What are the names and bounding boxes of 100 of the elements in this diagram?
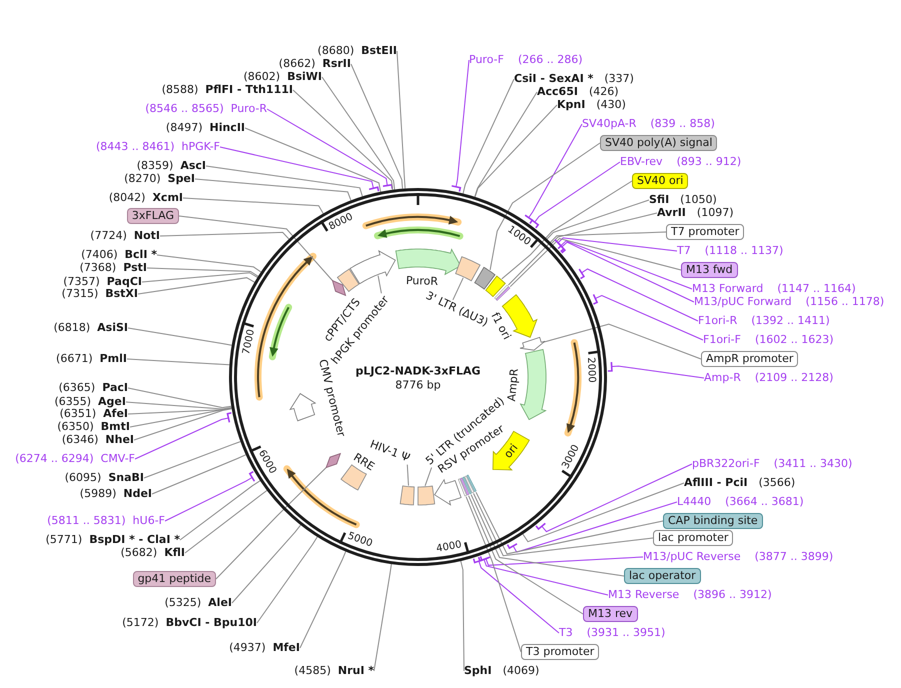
leader-line (126, 402, 232, 410)
primer-position: (1392 .. 1411) (751, 315, 830, 327)
primer-name: SV40pA-R (582, 118, 636, 130)
leader-line (460, 560, 464, 672)
leader-line (546, 200, 650, 240)
leader-line (180, 480, 260, 540)
leader-line (152, 454, 246, 494)
feature-label: SV40 poly(A) signal (600, 135, 718, 151)
feature-label: M13 rev (583, 606, 638, 622)
enzyme-name: SpeI (168, 173, 195, 185)
feature-label: lac operator (624, 568, 701, 584)
leader-line (146, 268, 259, 277)
primer-name: hU6-F (132, 515, 165, 527)
tick-label: 7000 (240, 328, 258, 356)
feature-name: PuroR (406, 274, 438, 288)
cut-site-position: (1097) (696, 207, 734, 219)
cut-site-position: (5989) (80, 488, 116, 500)
feature-name: f1 ori (488, 310, 514, 342)
primer-name: Puro-F (469, 54, 504, 66)
feature-label: SV40 ori (632, 173, 688, 189)
primer-name: T7 (677, 245, 691, 257)
leader-line (178, 216, 333, 281)
primer-name: pBR322ori-F (692, 458, 760, 470)
primer-marker-icon (554, 239, 562, 250)
cut-site-position: (3566) (758, 477, 796, 489)
leader-line (374, 564, 392, 672)
leader-line (466, 496, 522, 652)
primer-position: (6274 .. 6294) (15, 453, 94, 465)
primer-position: (1147 .. 1164) (777, 283, 856, 295)
feature-box (418, 486, 436, 506)
primer-name: EBV-rev (620, 156, 663, 168)
cut-site-position: (1050) (680, 194, 717, 206)
leader-line (560, 240, 692, 290)
enzyme-name: PacI (102, 382, 128, 394)
tick-label: 6000 (255, 448, 280, 476)
primer-position: (3896 .. 3912) (693, 589, 772, 601)
enzyme-name: NotI (134, 230, 160, 242)
leader-line (522, 482, 684, 542)
leader-line (594, 295, 704, 340)
cut-site-position: (4585) (294, 665, 331, 677)
primer-position: (1156 .. 1178) (806, 296, 884, 308)
enzyme-name: NruI * (338, 665, 374, 677)
tick-label: 4000 (436, 538, 463, 556)
primer-name: CMV-F (100, 453, 135, 465)
leader-line (134, 418, 229, 460)
enzyme-name: AleI (208, 597, 232, 609)
primer-marker-icon (578, 268, 585, 280)
primer-position: (266 .. 286) (518, 54, 582, 66)
leader-line (462, 78, 514, 194)
primer-marker-icon (506, 543, 518, 550)
enzyme-name: AfeI (103, 408, 128, 420)
enzyme-name: MfeI (272, 642, 300, 654)
leader-line (424, 467, 432, 486)
tick-label: 5000 (346, 530, 374, 550)
primer-position: (3411 .. 3430) (774, 458, 852, 470)
enzyme-name: BstEII (361, 45, 397, 57)
primer-marker-icon (452, 185, 462, 192)
primer-marker-icon (478, 556, 488, 562)
primer-name: T3 (559, 627, 573, 639)
cut-site-position: (7406) (81, 249, 118, 261)
leader-line (508, 232, 666, 286)
cut-site-position: (8359) (136, 160, 174, 172)
feature-block (395, 248, 462, 276)
feature-stripe (460, 478, 470, 496)
enzyme-name: AsiSI (97, 322, 128, 334)
cut-site-position: (8680) (318, 45, 354, 57)
cut-site-position: (7315) (62, 288, 98, 300)
feature-block (289, 393, 316, 422)
leader-line (350, 64, 403, 190)
enzyme-name: XcmI (152, 192, 183, 204)
cut-site-position: (6671) (56, 353, 93, 365)
leader-line (406, 464, 409, 486)
cut-site-position: (8042) (108, 192, 146, 204)
feature-label: CAP binding site (663, 513, 763, 529)
feature-box (474, 266, 496, 290)
enzyme-name: PflFI - Tth111I (205, 84, 293, 96)
leader-line (456, 60, 470, 188)
leader-line (156, 254, 262, 272)
cut-site-position: (8497) (166, 122, 202, 134)
leader-line (452, 277, 464, 300)
leader-line (160, 232, 290, 240)
cut-site-position: (4937) (229, 642, 266, 654)
leader-line (128, 388, 232, 408)
feature-label: AmpR promoter (701, 351, 798, 367)
leader-line (164, 477, 253, 522)
leader-line (144, 441, 241, 478)
cut-site-position: (7368) (80, 262, 116, 274)
enzyme-name: KflI (164, 547, 185, 559)
primer-position: (3664 .. 3681) (725, 496, 804, 508)
leader-line (490, 142, 600, 271)
cut-site-position: (426) (588, 86, 619, 98)
leader-line (551, 212, 658, 244)
primer-name: M13 Reverse (608, 589, 680, 601)
cut-site-position: (8270) (124, 173, 161, 185)
primer-marker-icon (608, 362, 613, 372)
cut-site-position: (8602) (243, 71, 280, 83)
leader-line (474, 104, 558, 198)
leader-line (206, 166, 363, 197)
cut-site-position: (8662) (278, 58, 316, 70)
feature-label: M13 fwd (681, 262, 738, 278)
